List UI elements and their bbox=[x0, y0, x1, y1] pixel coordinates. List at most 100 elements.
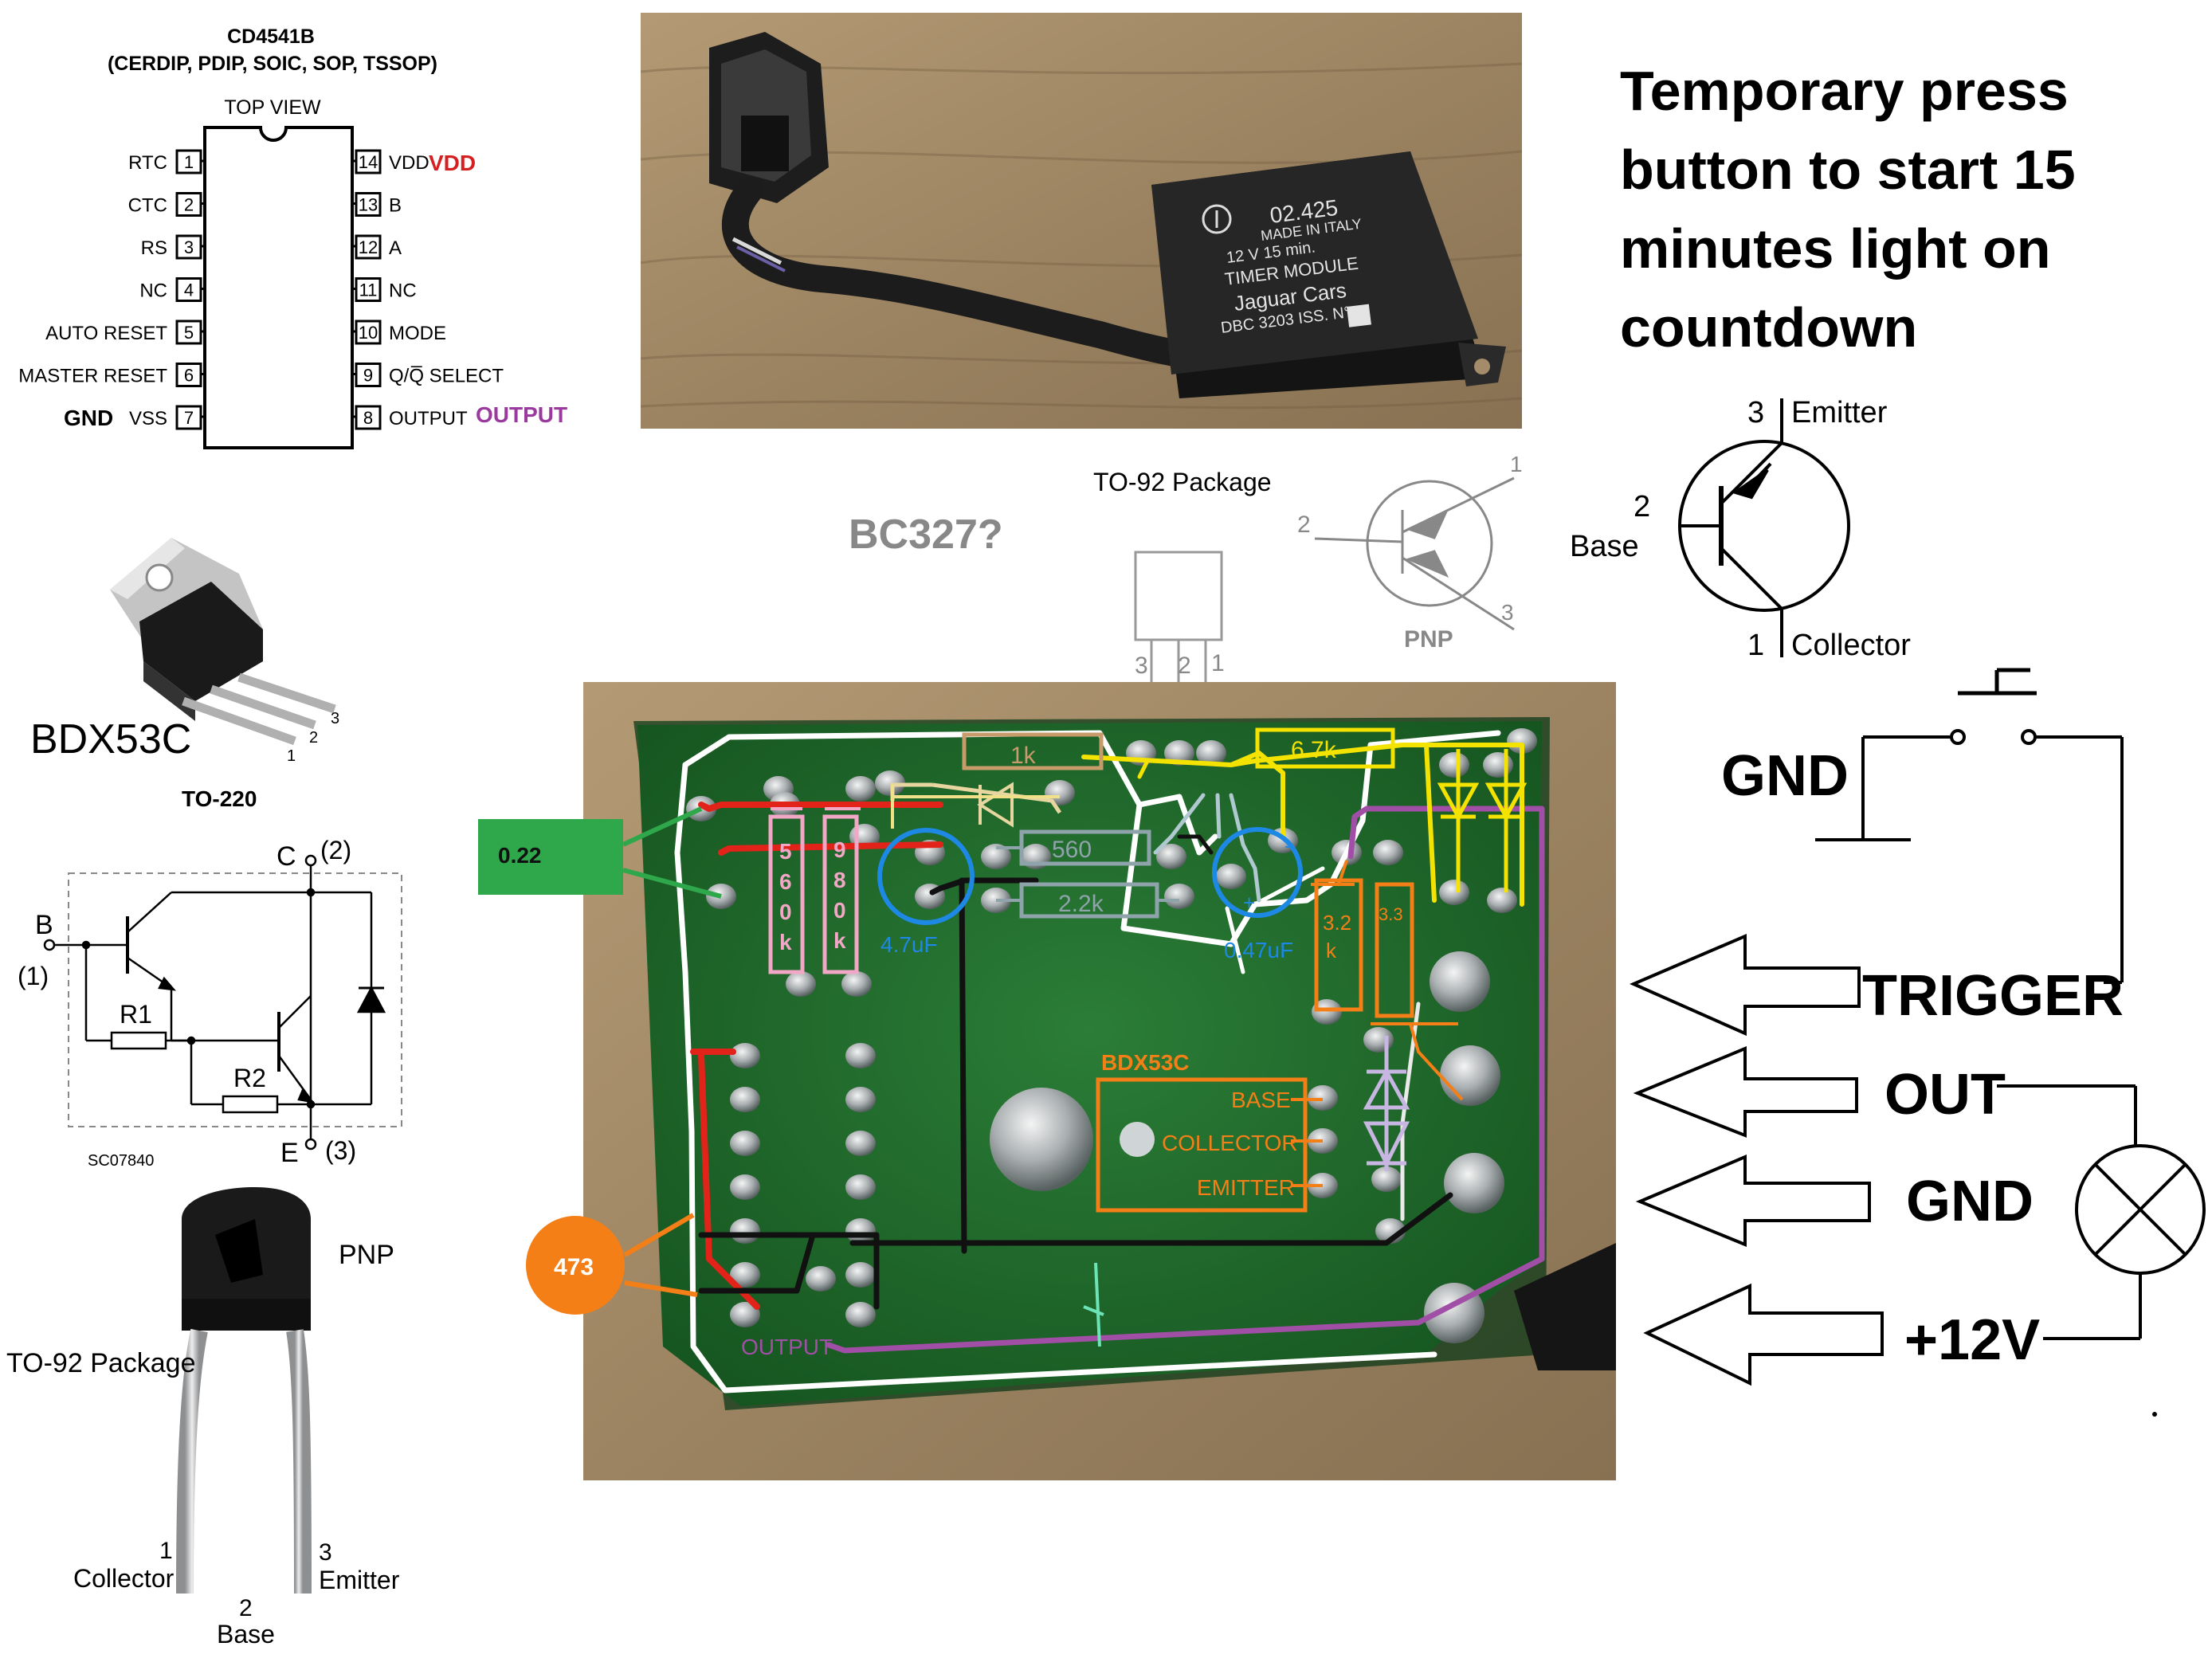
tag-022-label: 0.22 bbox=[498, 843, 542, 868]
title-line-2: button to start 15 bbox=[1620, 139, 2076, 201]
ic-body bbox=[203, 126, 354, 449]
pcb-r-32k-b: k bbox=[1326, 939, 1337, 962]
solder-pad bbox=[845, 1087, 876, 1112]
pnp-diode-symbol bbox=[1314, 476, 1515, 631]
solder-pad bbox=[1363, 1027, 1394, 1053]
wiring-diagram bbox=[1629, 668, 2206, 1386]
solder-pad bbox=[1216, 864, 1246, 889]
ic-pin-label: VSS bbox=[129, 408, 167, 429]
solder-pad bbox=[806, 1266, 836, 1292]
solder-pad bbox=[1312, 999, 1342, 1025]
solder-pad bbox=[730, 1262, 760, 1288]
to92-bottom-package: TO-92 Package bbox=[6, 1348, 196, 1378]
pcb-r-1k: 1k bbox=[1010, 743, 1037, 769]
pnp-symbol-pin-3: 3 bbox=[1501, 600, 1514, 625]
ic-pin-number: 4 bbox=[184, 280, 194, 300]
solder-pad bbox=[730, 1302, 760, 1327]
transistor-symbol-labels: 3 Emitter 2 Base 1 Collector bbox=[1570, 396, 1911, 662]
wiring-labels: GND TRIGGER OUT GND +12V bbox=[1721, 744, 2124, 1372]
base-name: Base bbox=[1570, 530, 1639, 563]
solder-pad bbox=[730, 1218, 760, 1244]
ic-pin-label: A bbox=[389, 237, 402, 259]
ic-pin-label: AUTO RESET bbox=[45, 323, 167, 344]
solder-pad bbox=[841, 971, 872, 997]
cap-minus-icon: - bbox=[1284, 833, 1292, 857]
bdx-code: SC07840 bbox=[88, 1152, 154, 1170]
pcb-emitter: EMITTER bbox=[1197, 1175, 1295, 1200]
ic-part-number: CD4541B bbox=[227, 25, 315, 48]
emitter-name: Emitter bbox=[1791, 396, 1888, 429]
bdx-package: TO-220 bbox=[182, 786, 257, 811]
to92-pin2-name: Base bbox=[217, 1620, 275, 1648]
solder-pad bbox=[875, 770, 905, 796]
solder-pad-large bbox=[1440, 1045, 1500, 1106]
pcb-r-22k: 2.2k bbox=[1058, 891, 1104, 917]
solder-pad bbox=[845, 776, 876, 802]
solder-pad bbox=[845, 1131, 876, 1156]
ic-pin-number: 13 bbox=[359, 195, 378, 215]
wiring-out: OUT bbox=[1885, 1063, 2006, 1127]
pcb-r-980k-char: 0 bbox=[833, 898, 846, 923]
ic-pin-box bbox=[355, 149, 382, 174]
transistor-symbol bbox=[1678, 398, 1850, 657]
tag-473-label: 473 bbox=[554, 1254, 594, 1280]
solder-pad bbox=[1373, 840, 1403, 865]
to92-pin3-name: Emitter bbox=[319, 1566, 400, 1594]
pcb-r-560k-char: 6 bbox=[779, 869, 792, 894]
pcb-r-980k-char: 8 bbox=[833, 868, 846, 892]
ic-pin-box bbox=[355, 363, 382, 387]
ic-pin-number: 12 bbox=[359, 237, 378, 257]
ic-pin-number: 11 bbox=[359, 280, 378, 300]
bdx-c-pin: (2) bbox=[320, 836, 351, 864]
pcb-cap-47: 4.7uF bbox=[880, 932, 938, 957]
ic-pin-box bbox=[175, 234, 202, 260]
to92-pin1-name: Collector bbox=[73, 1564, 175, 1593]
solder-pad bbox=[1164, 884, 1194, 909]
bdx-b-pin: (1) bbox=[18, 962, 49, 990]
ic-pin-number: 3 bbox=[184, 237, 194, 257]
ic-pin-label: VDD bbox=[389, 152, 429, 174]
bdx-e-pin: (3) bbox=[325, 1136, 356, 1165]
pcb-r-32k-a: 3.2 bbox=[1323, 911, 1351, 935]
solder-pad bbox=[845, 1174, 876, 1200]
wiring-gnd: GND bbox=[1906, 1170, 2034, 1233]
bdx-c-label: C bbox=[276, 841, 296, 872]
tag-473: 473 bbox=[526, 1213, 698, 1315]
ic-packages: (CERDIP, PDIP, SOIC, SOP, TSSOP) bbox=[108, 53, 437, 75]
solder-pad bbox=[730, 1131, 760, 1156]
ic-pin-label: Q/Q̅ SELECT bbox=[389, 366, 504, 387]
bdx-r1: R1 bbox=[120, 1000, 152, 1029]
pcb-r-560k-char: 0 bbox=[779, 900, 792, 924]
pcb-r-67k: 6.7k bbox=[1291, 737, 1337, 763]
solder-pads bbox=[686, 728, 1537, 1343]
ic-pin-number: 1 bbox=[184, 152, 194, 172]
bdx-e-label: E bbox=[280, 1138, 299, 1168]
to92-top-package: TO-92 Package bbox=[1093, 468, 1272, 496]
bdx-r2: R2 bbox=[233, 1064, 266, 1092]
ic-pin-label: NC bbox=[389, 280, 417, 302]
solder-pad bbox=[845, 1302, 876, 1327]
pcb-base: BASE bbox=[1231, 1088, 1291, 1112]
pcb-r-560k-char: 5 bbox=[779, 839, 792, 864]
solder-pad bbox=[786, 971, 816, 997]
ic-pin-label: RTC bbox=[128, 152, 167, 174]
pcb-collector: COLLECTOR bbox=[1162, 1131, 1298, 1155]
pnp-symbol-pin-1: 1 bbox=[1510, 452, 1523, 476]
ic-pin-number: 8 bbox=[363, 408, 373, 428]
to92-top-pin-2: 2 bbox=[1178, 653, 1191, 679]
gnd-note: GND bbox=[64, 406, 113, 430]
title-line-3: minutes light on bbox=[1620, 218, 2051, 280]
title-block: Temporary press button to start 15 minut… bbox=[1620, 60, 2076, 359]
emitter-num: 3 bbox=[1747, 396, 1764, 429]
ic-pin-label: RS bbox=[141, 237, 167, 259]
bdx-pin-2: 2 bbox=[309, 729, 318, 747]
solder-pad bbox=[1439, 752, 1469, 778]
pcb-r-33: 3.3 bbox=[1379, 904, 1403, 924]
wiring-plus12: +12V bbox=[1904, 1308, 2040, 1372]
cd4541b-pinout: CD4541B (CERDIP, PDIP, SOIC, SOP, TSSOP)… bbox=[18, 25, 567, 449]
